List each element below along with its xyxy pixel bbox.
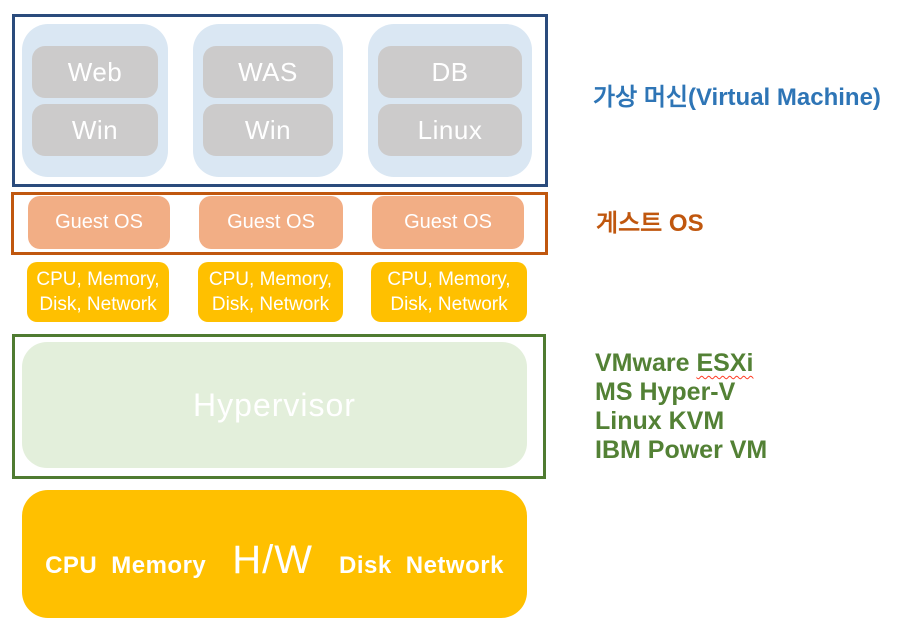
vm-column-1: Web Win (22, 24, 168, 177)
guest-os-chip-2: Guest OS (199, 196, 343, 249)
vm1-app-chip: Web (32, 46, 158, 98)
hypervisor-box: Hypervisor (22, 342, 527, 468)
hypervisor-product-line-1: VMware ESXi (595, 349, 767, 378)
resources-line1: CPU, Memory, (208, 269, 333, 290)
resources-line2: Disk, Network (39, 294, 157, 315)
vm2-os-chip: Win (203, 104, 333, 156)
hardware-box: CPU Memory H/W Disk Network (22, 490, 527, 618)
vm3-os-chip: Linux (378, 104, 522, 156)
hw-word-hw: H/W (232, 538, 314, 582)
vm-column-2: WAS Win (193, 24, 343, 177)
resources-chip-2: CPU, Memory, Disk, Network (198, 262, 343, 322)
resources-line1: CPU, Memory, (387, 269, 511, 290)
hypervisor-product-line-2: MS Hyper-V (595, 378, 736, 406)
guest-os-chip-1: Guest OS (28, 196, 170, 249)
hw-word-network: Network (405, 552, 504, 579)
vm1-os-chip: Win (32, 104, 158, 156)
resources-line1: CPU, Memory, (36, 269, 160, 290)
resources-line2: Disk, Network (390, 294, 508, 315)
hw-word-disk: Disk (339, 552, 392, 579)
guest-os-chip-3: Guest OS (372, 196, 524, 249)
hypervisor-product-line-4: IBM Power VM (595, 436, 768, 464)
resources-chip-1: CPU, Memory, Disk, Network (27, 262, 169, 322)
vm3-app-chip: DB (378, 46, 522, 98)
hw-word-cpu: CPU (45, 552, 98, 579)
label-virtual-machine: 가상 머신(Virtual Machine) (593, 84, 881, 111)
vm-column-3: DB Linux (368, 24, 532, 177)
label-hypervisor-products: VMware ESXi MS Hyper-V Linux KVM IBM Pow… (595, 349, 767, 465)
esxi-misspelled-text: ESXi (696, 349, 754, 377)
label-guest-os: 게스트 OS (596, 210, 704, 237)
resources-line2: Disk, Network (211, 294, 330, 315)
resources-chip-3: CPU, Memory, Disk, Network (371, 262, 527, 322)
vm2-app-chip: WAS (203, 46, 333, 98)
hw-word-memory: Memory (111, 552, 207, 579)
vmware-text: VMware (595, 349, 697, 377)
hypervisor-product-line-3: Linux KVM (595, 407, 725, 435)
